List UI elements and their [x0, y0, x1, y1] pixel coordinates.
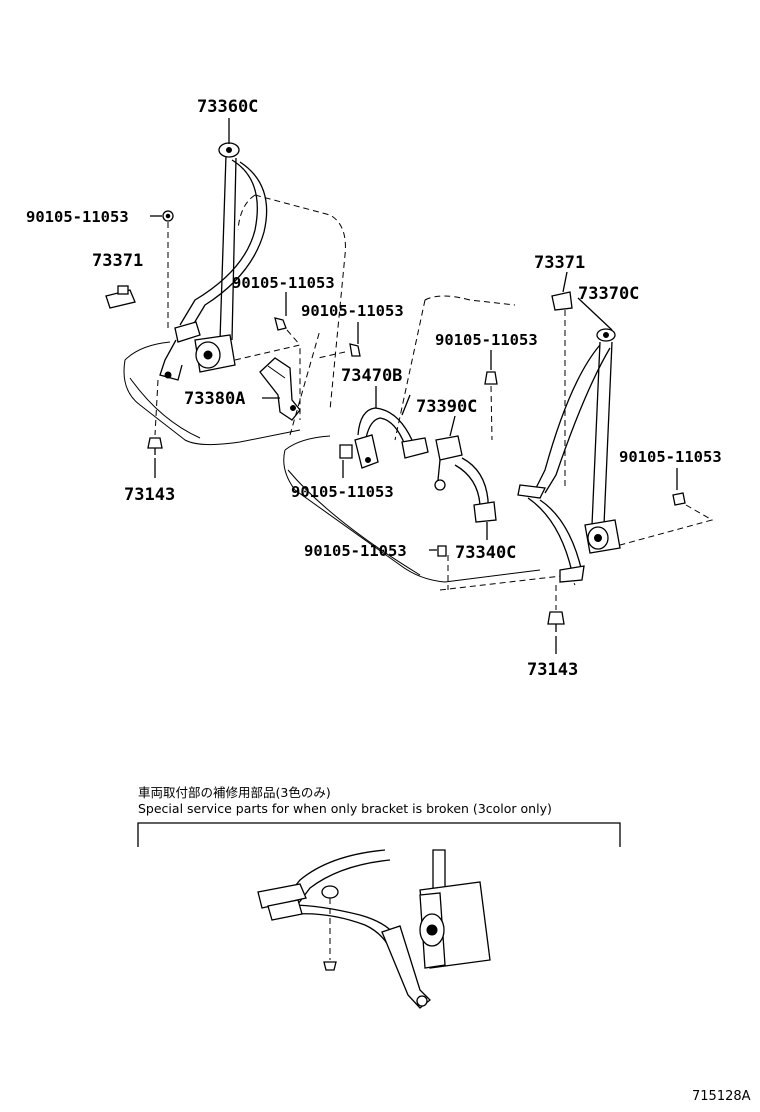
left-clip-73371 [105, 285, 136, 309]
left-shoulder-belt [159, 142, 268, 381]
label-bolt-7: 90105-11053 [304, 542, 407, 560]
left-floor-anchor-73143 [147, 379, 163, 478]
label-clip-right: 73371 [534, 253, 585, 273]
part-labels: 73360C 90105-11053 73371 90105-11053 901… [26, 97, 722, 680]
right-clip-73371 [551, 291, 573, 490]
label-73370C: 73370C [578, 284, 639, 304]
bracket-detail-illustration [257, 849, 491, 1009]
label-bolt-3: 90105-11053 [301, 302, 404, 320]
label-73380A: 73380A [184, 389, 245, 409]
leader-lines [150, 118, 678, 551]
left-bolts [162, 210, 361, 359]
note-english: Special service parts for when only brac… [138, 801, 552, 816]
left-seat-outline [123, 194, 346, 446]
figure-reference: 715128A [692, 1089, 751, 1104]
label-bolt-2: 90105-11053 [232, 274, 335, 292]
service-parts-note: 車両取付部の補修用部品(3色のみ) Special service parts … [137, 785, 621, 847]
right-bolts [339, 371, 714, 557]
label-73143-right: 73143 [527, 660, 578, 680]
left-buckle-73380A [259, 357, 301, 421]
label-bolt-4: 90105-11053 [435, 331, 538, 349]
right-floor-anchor-73143 [547, 585, 565, 654]
center-buckle-73470B [354, 407, 429, 469]
label-clip-left: 73371 [92, 251, 143, 271]
label-bolt-1: 90105-11053 [26, 208, 129, 226]
label-73390C: 73390C [416, 397, 477, 417]
label-bolt-6: 90105-11053 [291, 483, 394, 501]
label-73143-left: 73143 [124, 485, 175, 505]
note-japanese: 車両取付部の補修用部品(3色のみ) [138, 785, 331, 800]
center-buckle-73390C [434, 435, 497, 523]
label-73470B: 73470B [341, 366, 402, 386]
label-bolt-5: 90105-11053 [619, 448, 722, 466]
label-73360C: 73360C [197, 97, 258, 117]
right-shoulder-belt [517, 328, 621, 583]
label-73340C: 73340C [455, 543, 516, 563]
